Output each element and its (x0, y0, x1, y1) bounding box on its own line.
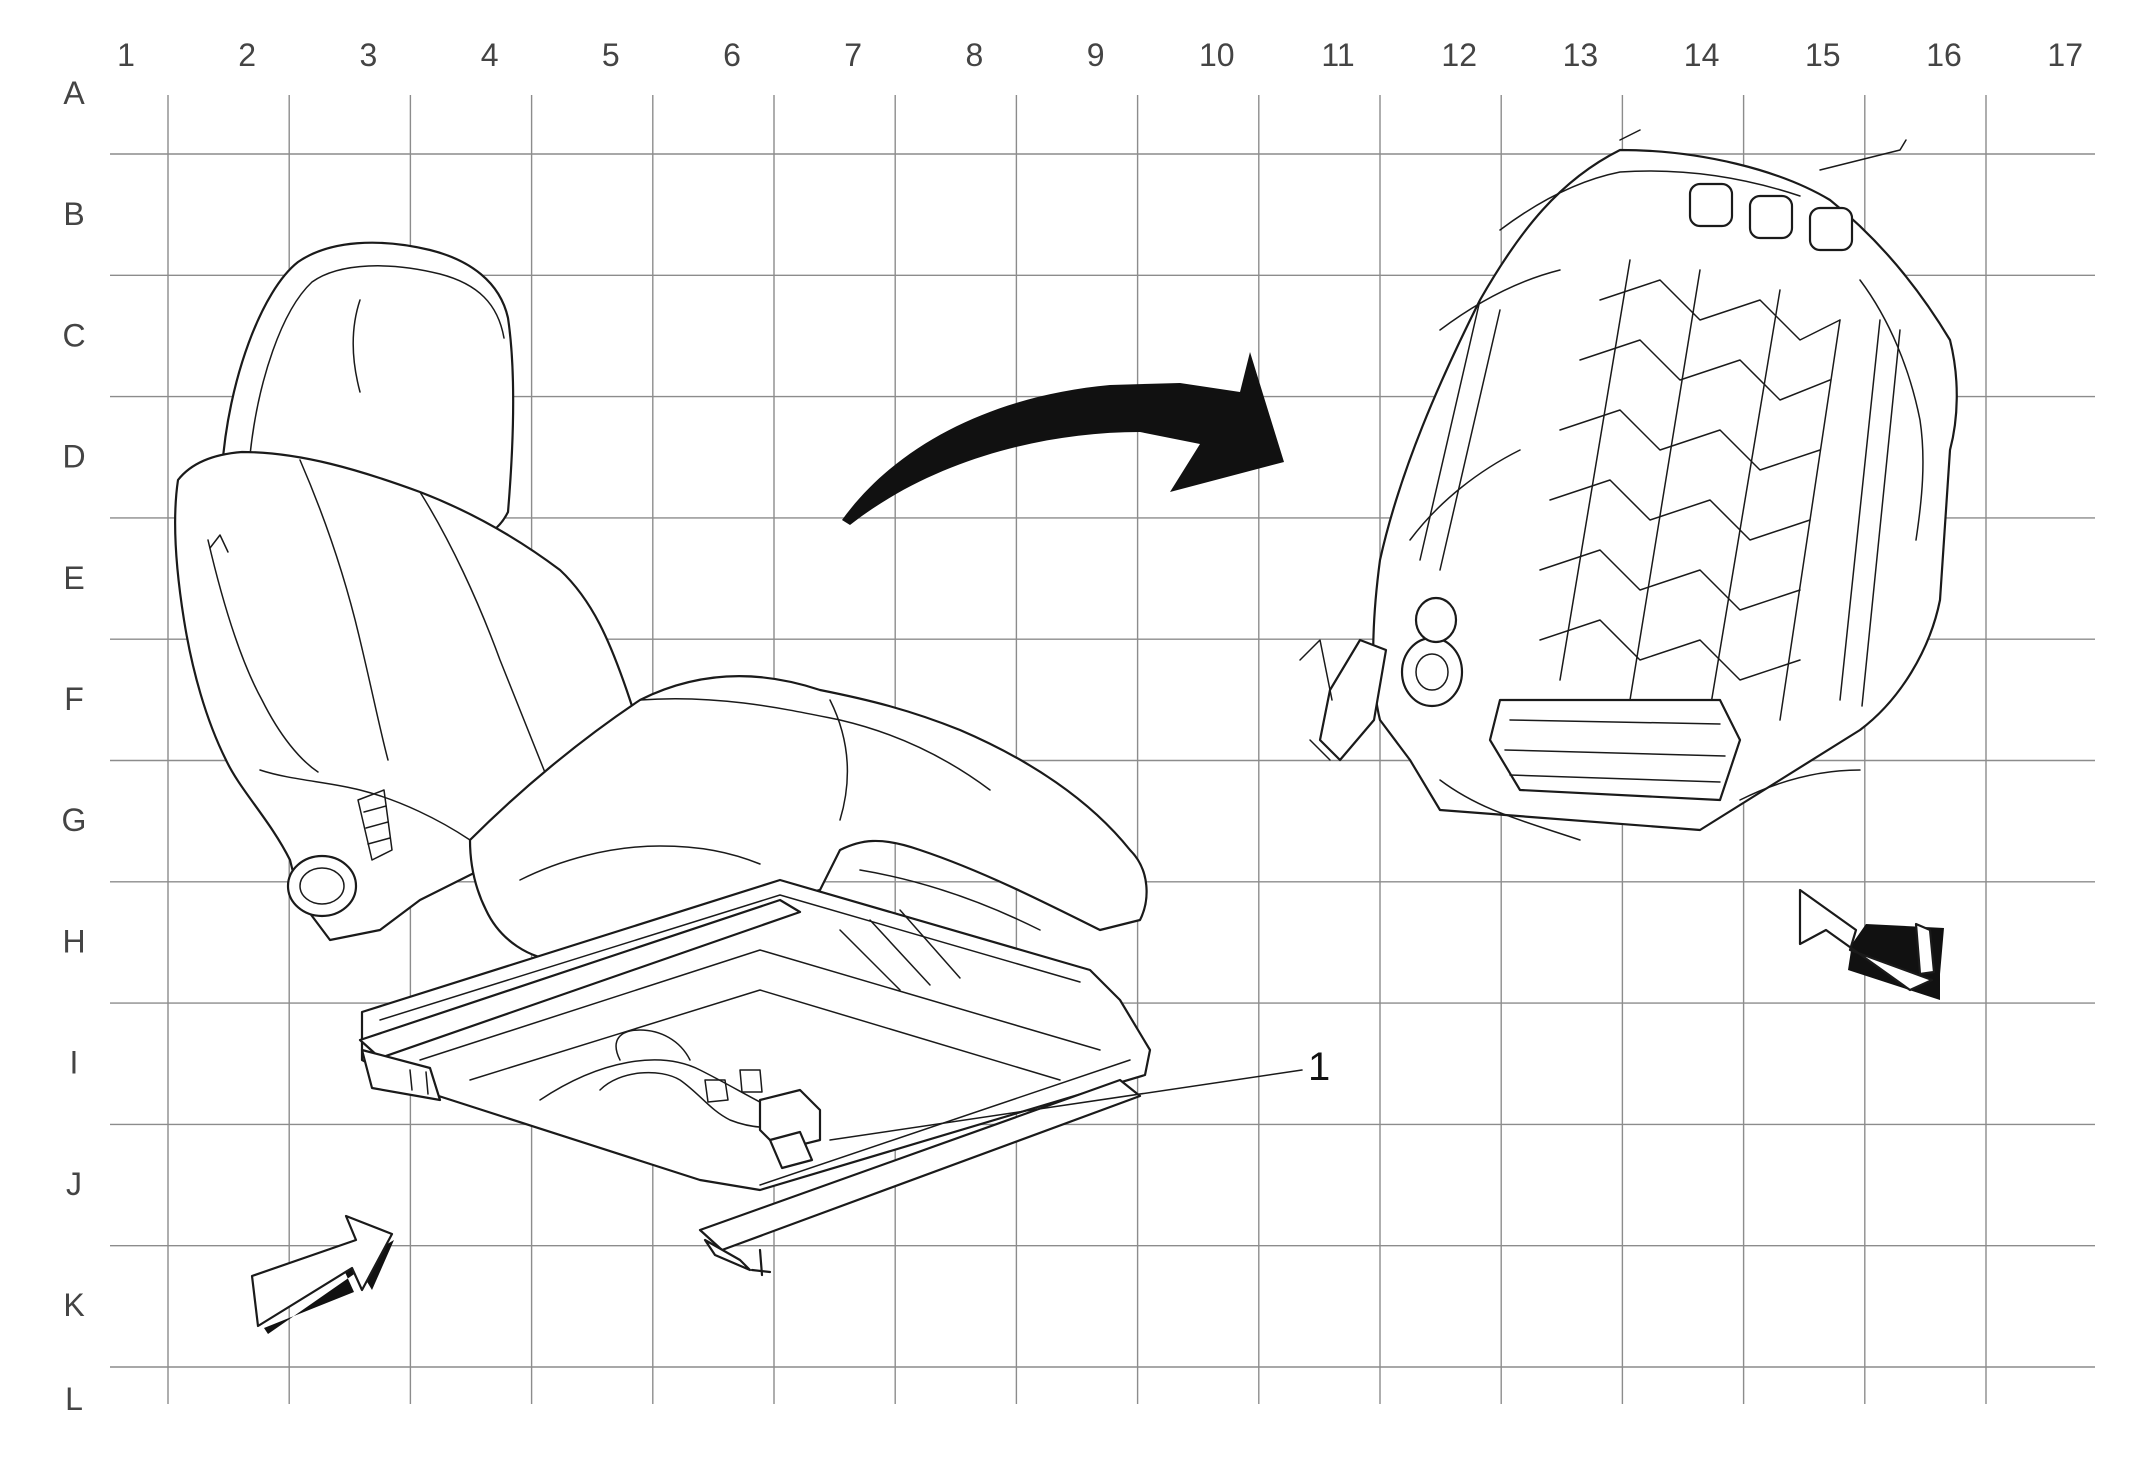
grid-row-label: L (65, 1381, 83, 1417)
grid-column-label: 16 (1926, 37, 1962, 73)
grid-column-label: 10 (1199, 37, 1235, 73)
callout-1-label: 1 (1308, 1045, 1330, 1089)
grid-row-label: K (63, 1287, 84, 1323)
grid-row-label: J (66, 1166, 82, 1202)
grid-column-label: 1 (117, 37, 135, 73)
grid-row-label: G (62, 802, 87, 838)
seat-back-frame-detail (1299, 129, 1958, 841)
suspension-mat (1599, 279, 1841, 341)
frame-bottom-rail (1488, 698, 1742, 802)
curved-transition-arrow-icon (842, 352, 1284, 525)
grid-column-label: 4 (481, 37, 499, 73)
grid-column-label: 13 (1563, 37, 1599, 73)
right-rail (698, 1078, 1142, 1252)
grid-row-label: B (63, 196, 84, 232)
grid-column-label: 3 (360, 37, 378, 73)
grid-row-label: H (62, 923, 85, 959)
view-direction-arrow-right-icon (1798, 888, 1944, 1000)
recliner-knob (286, 854, 358, 918)
grid-column-label: 14 (1684, 37, 1720, 73)
grid-row-label: D (62, 439, 85, 475)
grid-row-label: C (62, 317, 85, 353)
grid-row-label: E (63, 560, 84, 596)
recliner-disc (1400, 636, 1464, 708)
grid-column-label: 17 (2047, 37, 2083, 73)
grid-column-label: 5 (602, 37, 620, 73)
grid-column-label: 12 (1441, 37, 1477, 73)
grid-column-label: 7 (844, 37, 862, 73)
grid-column-label: 6 (723, 37, 741, 73)
grid-column-label: 2 (238, 37, 256, 73)
grid-column-label: 8 (966, 37, 984, 73)
grid-column-label: 11 (1321, 37, 1354, 73)
grid-row-label: A (63, 75, 85, 111)
seat-assembly-drawing (174, 241, 1152, 1277)
grid-row-label: F (64, 681, 84, 717)
grid-row-label: I (70, 1045, 79, 1081)
view-direction-arrow-left-icon (250, 1214, 394, 1334)
callout-1-leader (829, 1069, 1303, 1141)
row-labels: A B C D E F G H I J K L (62, 75, 87, 1417)
grid-column-label: 15 (1805, 37, 1841, 73)
grid-column-label: 9 (1087, 37, 1105, 73)
